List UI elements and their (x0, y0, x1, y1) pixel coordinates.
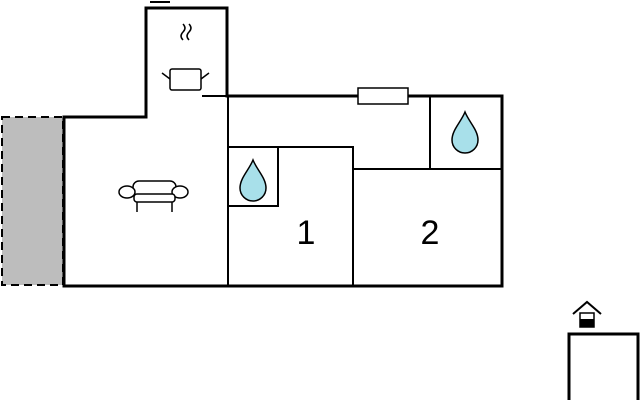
water-drop-icon (451, 109, 479, 154)
cooking-pot-icon (161, 23, 210, 91)
terrace (1, 116, 64, 286)
water-drop-icon (239, 157, 267, 202)
neighbor-building (567, 332, 640, 400)
entrance-house-icon (572, 300, 602, 328)
window (357, 87, 409, 105)
room-label-1: 1 (297, 214, 316, 252)
room-label-2: 2 (421, 214, 440, 252)
sofa-icon (118, 180, 189, 212)
interior-walls (202, 95, 502, 286)
